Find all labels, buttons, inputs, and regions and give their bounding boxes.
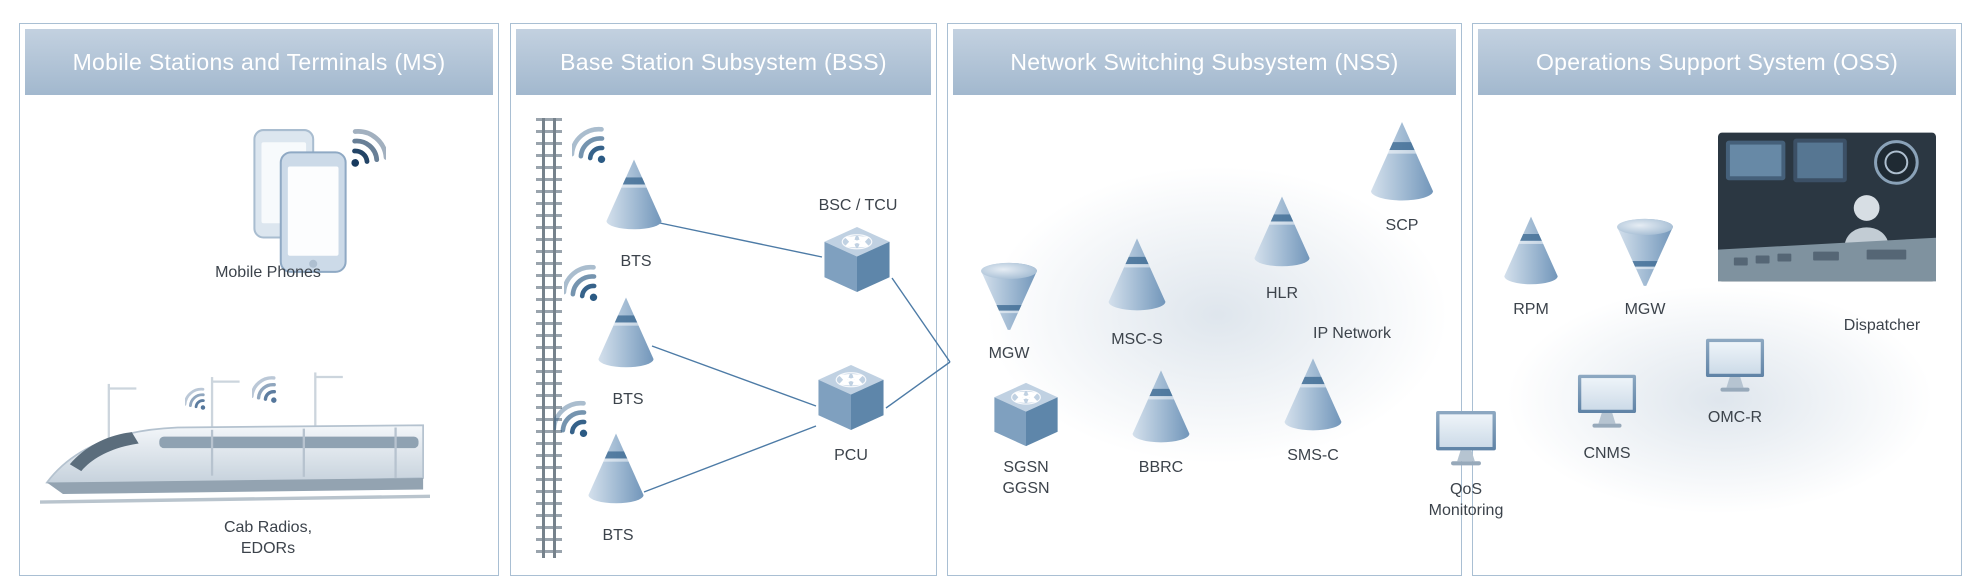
router-cube-icon (820, 224, 894, 295)
monitor-icon (1574, 372, 1640, 433)
railway-track-icon (536, 118, 562, 558)
mobile-phones-label: Mobile Phones (215, 264, 321, 281)
bts-label: BTS (602, 527, 634, 544)
qos-monitoring-label: QoS Monitoring (1428, 481, 1504, 519)
bts-cone-icon (602, 150, 666, 242)
network-cloud (1505, 285, 1935, 515)
monitor-icon (1432, 408, 1500, 471)
msc-s-label: MSC-S (1111, 331, 1163, 348)
dispatcher-photo (1718, 132, 1936, 282)
bts-cone-icon (584, 424, 648, 516)
panel-header-bss: Base Station Subsystem (BSS) (516, 29, 931, 95)
network-cone-icon (1128, 362, 1194, 454)
ip-network-label: IP Network (1313, 325, 1391, 342)
router-cube-icon (814, 362, 888, 433)
panel-title: Operations Support System (OSS) (1535, 48, 1899, 75)
network-cone-icon (1250, 188, 1314, 278)
panel-title: Network Switching Subsystem (NSS) (1010, 48, 1399, 75)
rpm-label: RPM (1513, 301, 1549, 318)
router-cube-icon (990, 380, 1062, 449)
mgw-label: MGW (1624, 301, 1666, 318)
bts-label: BTS (620, 253, 652, 270)
bbrc-label: BBRC (1138, 459, 1184, 476)
cnms-label: CNMS (1583, 445, 1631, 462)
panel-title: Base Station Subsystem (BSS) (560, 48, 887, 75)
panel-header-oss: Operations Support System (OSS) (1478, 29, 1956, 95)
network-cone-icon (1104, 230, 1170, 322)
wifi-icon (338, 126, 386, 174)
scp-label: SCP (1385, 217, 1419, 234)
sgsn-ggsn-label: SGSN GGSN (1002, 459, 1050, 497)
cab-radios-label: Cab Radios, EDORs (223, 519, 313, 557)
panel-title: Mobile Stations and Terminals (MS) (72, 48, 446, 75)
hlr-label: HLR (1265, 285, 1299, 302)
network-cloud (985, 165, 1450, 465)
mgw-label: MGW (988, 345, 1030, 362)
omc-r-label: OMC-R (1707, 409, 1763, 426)
funnel-cone-icon (978, 254, 1040, 340)
train-illustration (40, 372, 430, 522)
network-cone-icon (1280, 350, 1346, 442)
funnel-cone-icon (1614, 210, 1676, 296)
dispatcher-label: Dispatcher (1843, 317, 1921, 334)
bsc-tcu-label: BSC / TCU (818, 197, 898, 214)
pcu-label: PCU (834, 447, 868, 464)
network-cone-icon (1366, 116, 1438, 210)
network-cone-icon (1500, 208, 1562, 296)
sms-c-label: SMS-C (1287, 447, 1339, 464)
panel-header-nss: Network Switching Subsystem (NSS) (953, 29, 1456, 95)
panel-header-ms: Mobile Stations and Terminals (MS) (25, 29, 493, 95)
bts-cone-icon (594, 288, 658, 380)
bts-label: BTS (612, 391, 644, 408)
monitor-icon (1702, 336, 1768, 397)
